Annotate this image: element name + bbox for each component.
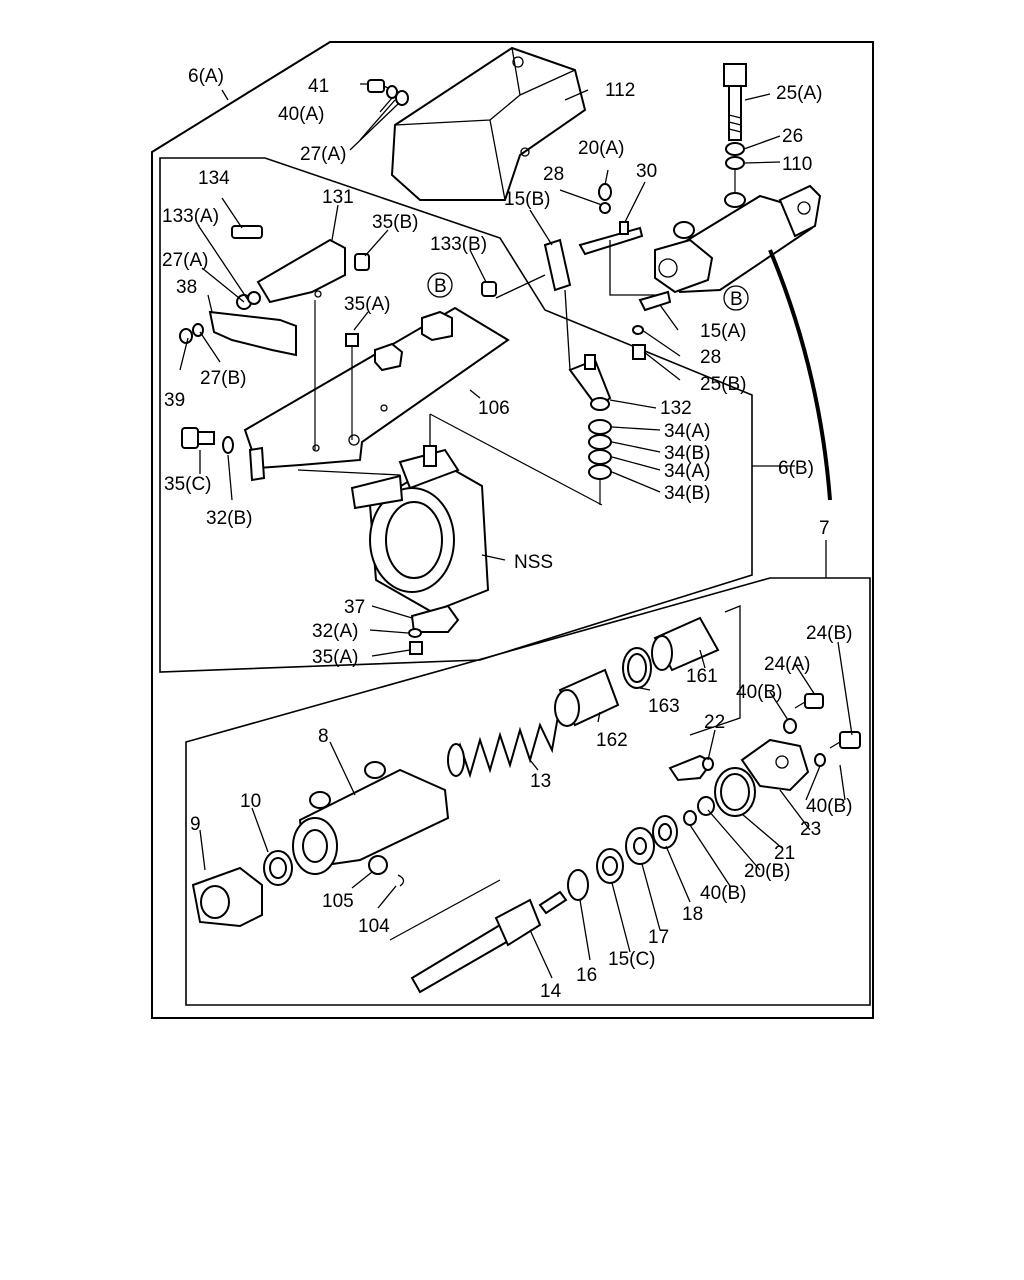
label-35A-bot: 35(A) bbox=[312, 647, 358, 668]
label-133A: 133(A) bbox=[162, 206, 219, 227]
label-25A: 25(A) bbox=[776, 83, 822, 104]
label-8: 8 bbox=[318, 726, 329, 747]
bracket-132 bbox=[564, 289, 612, 505]
label-34A-1: 34(A) bbox=[664, 421, 710, 442]
bracket-131 bbox=[179, 225, 370, 450]
part-labels: 6(A) 41 40(A) 27(A) 112 25(A) 26 110 20(… bbox=[162, 66, 852, 1002]
label-110: 110 bbox=[782, 154, 812, 175]
reference-circle-b-2 bbox=[723, 285, 749, 311]
label-15A: 15(A) bbox=[700, 321, 746, 342]
label-37: 37 bbox=[344, 597, 365, 618]
label-26: 26 bbox=[782, 126, 803, 147]
label-28-top: 28 bbox=[543, 164, 564, 185]
label-10: 10 bbox=[240, 791, 261, 812]
label-17: 17 bbox=[648, 927, 669, 948]
label-9: 9 bbox=[190, 814, 201, 835]
plate-106 bbox=[243, 306, 510, 482]
bolt-35C bbox=[181, 427, 234, 454]
label-112: 112 bbox=[605, 80, 635, 101]
label-41: 41 bbox=[308, 76, 329, 97]
label-14: 14 bbox=[540, 981, 562, 1002]
label-161: 161 bbox=[686, 666, 718, 687]
label-34A-2: 34(A) bbox=[664, 461, 710, 482]
flange-23 bbox=[668, 693, 861, 817]
label-21: 21 bbox=[774, 843, 795, 864]
label-35C: 35(C) bbox=[164, 474, 212, 495]
label-30: 30 bbox=[636, 161, 657, 182]
label-40B-a: 40(B) bbox=[736, 682, 782, 703]
label-13: 13 bbox=[530, 771, 551, 792]
label-15C: 15(C) bbox=[608, 949, 656, 970]
label-28-mid: 28 bbox=[700, 347, 721, 368]
lever-30 bbox=[481, 183, 672, 360]
label-24B: 24(B) bbox=[806, 623, 852, 644]
label-132: 132 bbox=[660, 398, 692, 419]
label-38: 38 bbox=[176, 277, 197, 298]
label-35A-mid: 35(A) bbox=[344, 294, 390, 315]
label-32B: 32(B) bbox=[206, 508, 252, 529]
reference-circle-b-1 bbox=[427, 272, 453, 298]
label-22: 22 bbox=[704, 712, 725, 733]
bolt-41 bbox=[349, 79, 409, 151]
label-18: 18 bbox=[682, 904, 703, 925]
label-15B: 15(B) bbox=[504, 189, 550, 210]
label-7: 7 bbox=[819, 518, 830, 539]
air-cylinder-6B bbox=[654, 184, 832, 501]
label-162: 162 bbox=[596, 730, 628, 751]
label-b-2: B bbox=[730, 289, 743, 310]
label-40A: 40(A) bbox=[278, 104, 324, 125]
leader-lines bbox=[179, 83, 853, 979]
label-104: 104 bbox=[358, 916, 390, 937]
lower-assembly-frame bbox=[185, 577, 871, 1006]
label-NSS: NSS bbox=[514, 552, 553, 573]
label-35B: 35(B) bbox=[372, 212, 418, 233]
label-6B: 6(B) bbox=[778, 458, 814, 479]
sleeve-162 bbox=[554, 605, 741, 736]
spring-13 bbox=[447, 704, 561, 779]
piston-rod-14 bbox=[389, 796, 715, 994]
label-16: 16 bbox=[576, 965, 597, 986]
upper-assembly-frame bbox=[159, 157, 753, 673]
label-20B: 20(B) bbox=[744, 861, 790, 882]
label-40B-b: 40(B) bbox=[806, 796, 852, 817]
label-b-1: B bbox=[434, 276, 447, 297]
label-105: 105 bbox=[322, 891, 354, 912]
label-20A: 20(A) bbox=[578, 138, 624, 159]
label-25B: 25(B) bbox=[700, 374, 746, 395]
valve-body-NSS bbox=[297, 413, 603, 655]
cover-112 bbox=[390, 46, 587, 201]
label-163: 163 bbox=[648, 696, 680, 717]
label-32A: 32(A) bbox=[312, 621, 358, 642]
label-24A: 24(A) bbox=[764, 654, 810, 675]
label-23: 23 bbox=[800, 819, 821, 840]
label-131: 131 bbox=[322, 187, 354, 208]
label-27A-top: 27(A) bbox=[300, 144, 346, 165]
label-6A: 6(A) bbox=[188, 66, 224, 87]
label-106: 106 bbox=[478, 398, 510, 419]
label-27B: 27(B) bbox=[200, 368, 246, 389]
label-40B-c: 40(B) bbox=[700, 883, 746, 904]
bolt-25A bbox=[723, 63, 747, 195]
label-27A-left: 27(A) bbox=[162, 250, 208, 271]
label-34B-2: 34(B) bbox=[664, 483, 710, 504]
label-133B: 133(B) bbox=[430, 234, 487, 255]
label-39: 39 bbox=[164, 390, 185, 411]
lower-cylinder-8 bbox=[191, 761, 450, 928]
label-34B-1: 34(B) bbox=[664, 443, 710, 464]
label-134: 134 bbox=[198, 168, 230, 189]
outer-frame bbox=[151, 41, 874, 1019]
